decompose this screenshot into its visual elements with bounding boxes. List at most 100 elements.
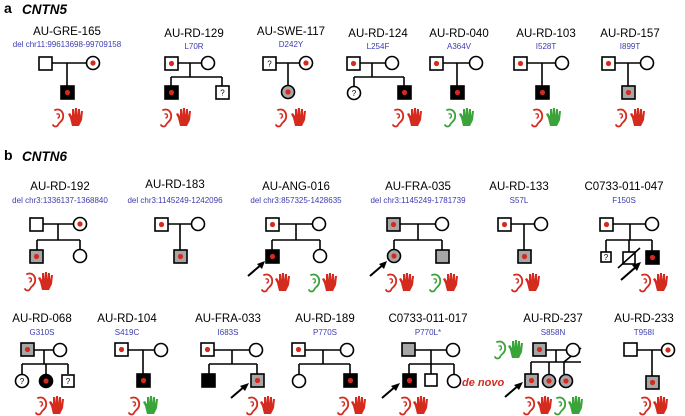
ear-icon xyxy=(531,108,544,128)
sibling xyxy=(72,248,88,264)
ear-icon xyxy=(523,396,536,416)
hand-icon xyxy=(459,108,474,126)
unknown-mark: ? xyxy=(267,60,272,69)
variant-label: S419C xyxy=(115,328,140,337)
father-unknown xyxy=(262,56,277,71)
hand-icon xyxy=(546,108,561,126)
ear-icon xyxy=(160,108,173,128)
family-id: AU-RD-183 xyxy=(145,179,204,191)
pedigree-au-rd-103: AU-RD-103 I528T xyxy=(513,28,576,128)
ear-icon xyxy=(24,272,37,292)
mother xyxy=(384,55,400,71)
variant-label: I528T xyxy=(536,42,557,51)
de-novo-label: de novo xyxy=(462,377,504,389)
pedigree-au-rd-233: AU-RD-233 T958I xyxy=(614,313,676,416)
hand-icon xyxy=(260,396,275,414)
pedigree-au-rd-183: AU-RD-183 del chr3:1145249-1242096 xyxy=(127,179,223,264)
mother xyxy=(639,55,655,71)
family-id: AU-RD-157 xyxy=(600,28,659,40)
panel-a-gene: CNTN5 xyxy=(22,2,67,17)
variant-label: I683S xyxy=(218,328,239,337)
hand-icon xyxy=(143,396,158,414)
ear-icon xyxy=(444,108,457,128)
ear-icon xyxy=(275,108,288,128)
ear-icon xyxy=(246,396,259,416)
ear-icon xyxy=(337,396,350,416)
family-id: AU-RD-192 xyxy=(30,181,89,193)
sibling xyxy=(312,248,328,264)
pedigree-au-rd-157: AU-RD-157 I899T xyxy=(600,28,660,128)
pedigree-au-gre-165: AU-GRE-165 del chr11:99613698-99709158 xyxy=(13,26,122,128)
ear-icon xyxy=(128,396,141,416)
family-id: AU-RD-129 xyxy=(164,28,223,40)
ear-icon xyxy=(35,396,48,416)
variant-label: P770L* xyxy=(415,328,441,337)
hand-icon xyxy=(653,273,668,291)
father xyxy=(401,342,416,357)
pedigree-au-fra-035: AU-FRA-035 del chr3:1145249-1781739 xyxy=(369,181,466,293)
pedigree-au-rd-192: AU-RD-192 del chr3:1336137-1368840 xyxy=(12,181,108,292)
sibling xyxy=(291,373,307,389)
sibling-unknown xyxy=(14,373,30,389)
family-id: AU-GRE-165 xyxy=(33,26,101,38)
unknown-mark: ? xyxy=(66,377,71,386)
mother xyxy=(468,55,484,71)
unknown-mark: ? xyxy=(220,89,225,98)
family-id: AU-RD-068 xyxy=(12,313,71,325)
mother xyxy=(153,342,169,358)
pedigree-au-swe-117: AU-SWE-117 D242Y ? xyxy=(257,26,325,128)
proband-arrow-icon xyxy=(620,265,638,281)
sibling-unknown xyxy=(215,85,230,100)
sibling-affected xyxy=(435,249,450,264)
unknown-mark: ? xyxy=(20,377,25,386)
ear-icon xyxy=(639,273,652,293)
hand-icon xyxy=(537,396,552,414)
pedigree-au-rd-189: AU-RD-189 P770S xyxy=(291,313,366,416)
hand-icon xyxy=(49,396,64,414)
mother xyxy=(434,216,450,232)
pedigree-au-fra-033: AU-FRA-033 I683S xyxy=(195,313,275,416)
mother xyxy=(533,216,549,232)
hand-icon xyxy=(407,108,422,126)
sibling-unknown xyxy=(600,251,612,263)
ear-icon xyxy=(429,273,442,293)
mother xyxy=(248,342,264,358)
hand-icon xyxy=(568,396,583,414)
pedigree-au-rd-040: AU-RD-040 A364V xyxy=(429,28,489,128)
pedigree-c0733-011-047: C0733-011-047 F150S ? xyxy=(584,181,668,293)
hand-icon xyxy=(399,273,414,291)
family-id: AU-SWE-117 xyxy=(257,26,325,38)
father-unaffected xyxy=(38,56,53,71)
family-id: AU-FRA-035 xyxy=(385,181,451,193)
hand-icon xyxy=(291,108,306,126)
unknown-mark: ? xyxy=(604,253,609,262)
hand-icon xyxy=(275,273,290,291)
hand-icon xyxy=(525,273,540,291)
ear-icon xyxy=(308,273,321,293)
variant-label: S57L xyxy=(510,196,529,205)
father xyxy=(29,217,44,232)
variant-label: del chr11:99613698-99709158 xyxy=(13,40,122,49)
family-id: AU-RD-133 xyxy=(489,181,548,193)
sibling-unknown xyxy=(61,374,75,388)
variant-label: del chr3:857325-1428635 xyxy=(250,196,342,205)
panel-a-letter: a xyxy=(4,0,12,16)
ear-icon xyxy=(615,108,628,128)
pedigree-au-rd-129: AU-RD-129 L70R ? xyxy=(160,28,230,128)
hand-icon xyxy=(443,273,458,291)
hand-icon xyxy=(630,108,645,126)
father xyxy=(623,342,638,357)
mother xyxy=(190,216,206,232)
mother xyxy=(52,342,68,358)
variant-label: del chr3:1336137-1368840 xyxy=(12,196,108,205)
ear-icon xyxy=(261,273,274,293)
panel-b-gene: CNTN6 xyxy=(22,149,67,164)
family-id: AU-RD-124 xyxy=(348,28,408,40)
ear-icon xyxy=(494,340,507,360)
mother xyxy=(200,55,216,71)
hand-icon xyxy=(351,396,366,414)
variant-label: I899T xyxy=(620,42,641,51)
family-id: AU-ANG-016 xyxy=(262,181,330,193)
mother xyxy=(445,342,461,358)
